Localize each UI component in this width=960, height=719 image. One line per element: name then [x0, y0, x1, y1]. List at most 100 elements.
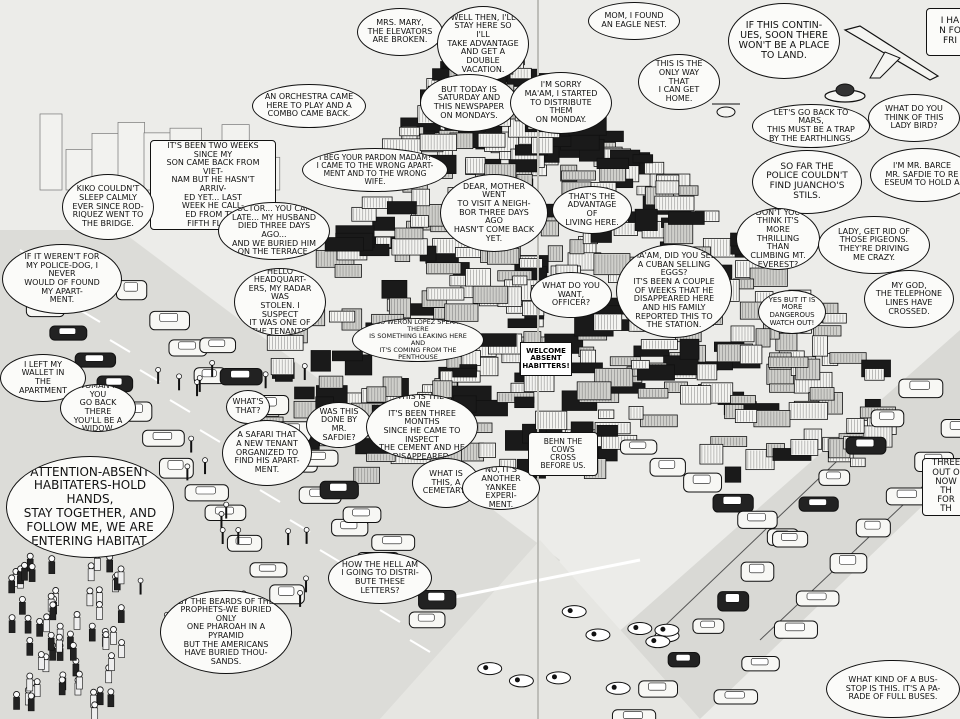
habitat-unit — [386, 201, 417, 215]
habitat-unit — [829, 352, 867, 364]
habitat-unit — [790, 439, 819, 456]
person-body — [47, 637, 55, 651]
bubble-police-juan: SO FAR THE POLICE COULDN'T FIND JUANCHO'… — [752, 150, 862, 214]
car-window — [748, 563, 765, 574]
car-window — [230, 370, 250, 379]
habitat-unit — [696, 363, 718, 381]
car-window — [382, 536, 403, 545]
person-body — [38, 657, 45, 670]
bubble-letters: HOW THE HELL AM I GOING TO DISTRI- BUTE … — [328, 552, 432, 604]
person-body — [110, 632, 117, 645]
habitat-unit — [426, 287, 465, 301]
person-head — [43, 613, 51, 621]
person-head — [96, 601, 103, 608]
car-window — [622, 711, 644, 719]
car-window — [839, 555, 857, 565]
car-window — [879, 411, 895, 420]
car-window — [784, 622, 805, 632]
habitat-unit — [655, 180, 680, 195]
person-head — [235, 527, 242, 533]
person-head — [102, 631, 110, 638]
habitat-unit — [366, 452, 396, 462]
cow — [545, 671, 571, 685]
person-head — [8, 574, 16, 582]
car-window — [949, 421, 960, 430]
habitat-unit — [366, 386, 387, 403]
person-body — [117, 610, 125, 623]
habitat-unit — [680, 385, 712, 405]
habitat-unit — [749, 267, 788, 287]
lane-mark — [109, 339, 131, 353]
person-head — [176, 373, 182, 380]
person-head — [73, 611, 81, 618]
car-window — [722, 496, 742, 505]
person-head — [196, 375, 203, 381]
bubble-kiko: KIKO COULDN'T SLEEP CALMLY EVER SINCE RO… — [62, 174, 154, 240]
person-head — [184, 463, 191, 470]
habitat-unit — [699, 443, 724, 465]
person-head — [87, 562, 95, 570]
bubble-what-that: WHAT'S THAT? — [226, 390, 270, 424]
person-head — [56, 622, 64, 630]
habitat-unit — [444, 303, 479, 322]
lane-mark — [139, 369, 161, 383]
cow — [654, 623, 680, 637]
bubble-pardon: I BEG YOUR PARDON MADAM! I CAME TO THE W… — [302, 148, 448, 192]
person-head — [155, 367, 161, 373]
lane-mark — [259, 489, 281, 503]
cow-spot — [660, 626, 666, 632]
person-head — [108, 652, 115, 660]
person-head — [209, 360, 215, 366]
person-head — [297, 590, 303, 596]
person-head — [47, 592, 55, 600]
habitat-unit — [318, 375, 344, 389]
car-window — [658, 460, 676, 469]
habitat-unit — [381, 279, 408, 299]
car-window — [896, 489, 917, 498]
car-window — [427, 592, 445, 602]
bubble-widow: WOMAN IF YOU GO BACK THERE YOU'LL BE A W… — [60, 384, 136, 432]
bubble-mars: LET'S GO BACK TO MARS, THIS MUST BE A TR… — [752, 104, 870, 148]
habitat-unit — [634, 208, 658, 231]
car-window — [105, 377, 123, 386]
lane-mark — [439, 558, 641, 602]
car-window — [208, 339, 226, 347]
car-window — [58, 327, 77, 335]
lane-mark — [319, 549, 341, 563]
person-head — [262, 371, 269, 378]
cow-spot — [633, 625, 639, 631]
person-head — [67, 630, 74, 638]
habitat-unit — [419, 133, 457, 151]
habitat-unit — [452, 367, 477, 378]
cow-spot — [651, 638, 657, 644]
person-head — [188, 435, 195, 442]
person-body — [8, 620, 16, 633]
cow-spot — [514, 677, 520, 683]
person-head — [75, 670, 83, 678]
person-head — [24, 614, 32, 622]
habitat-unit — [640, 339, 678, 351]
welcome-sign: WELCOME ABSENT HABITTERS! — [520, 342, 572, 376]
cow — [605, 681, 631, 695]
helicopter-icon — [716, 106, 736, 118]
bubble-police-dog: IF IT WEREN'T FOR MY POLICE-DOG, I NEVER… — [2, 244, 122, 314]
bubble-everest: DON'T YOU THINK IT'S MORE THRILLING THAN… — [736, 208, 820, 270]
habitat-unit — [479, 333, 517, 347]
person-head — [13, 691, 20, 698]
person-head — [21, 561, 28, 569]
habitat-unit — [329, 310, 356, 323]
person-body — [94, 558, 101, 571]
car-window — [855, 438, 875, 448]
habitat-unit — [399, 126, 420, 137]
person-body — [72, 663, 80, 677]
car-window — [329, 482, 348, 492]
bubble-saturday: BUT TODAY IS SATURDAY AND THIS NEWSPAPER… — [420, 74, 518, 132]
person-head — [117, 565, 125, 573]
car-window — [692, 474, 711, 484]
lane-mark — [409, 639, 431, 653]
person-body — [105, 670, 113, 684]
car-window — [278, 586, 295, 596]
person-head — [301, 363, 308, 369]
habitat-unit — [353, 466, 380, 484]
airplane-wing — [869, 51, 901, 79]
